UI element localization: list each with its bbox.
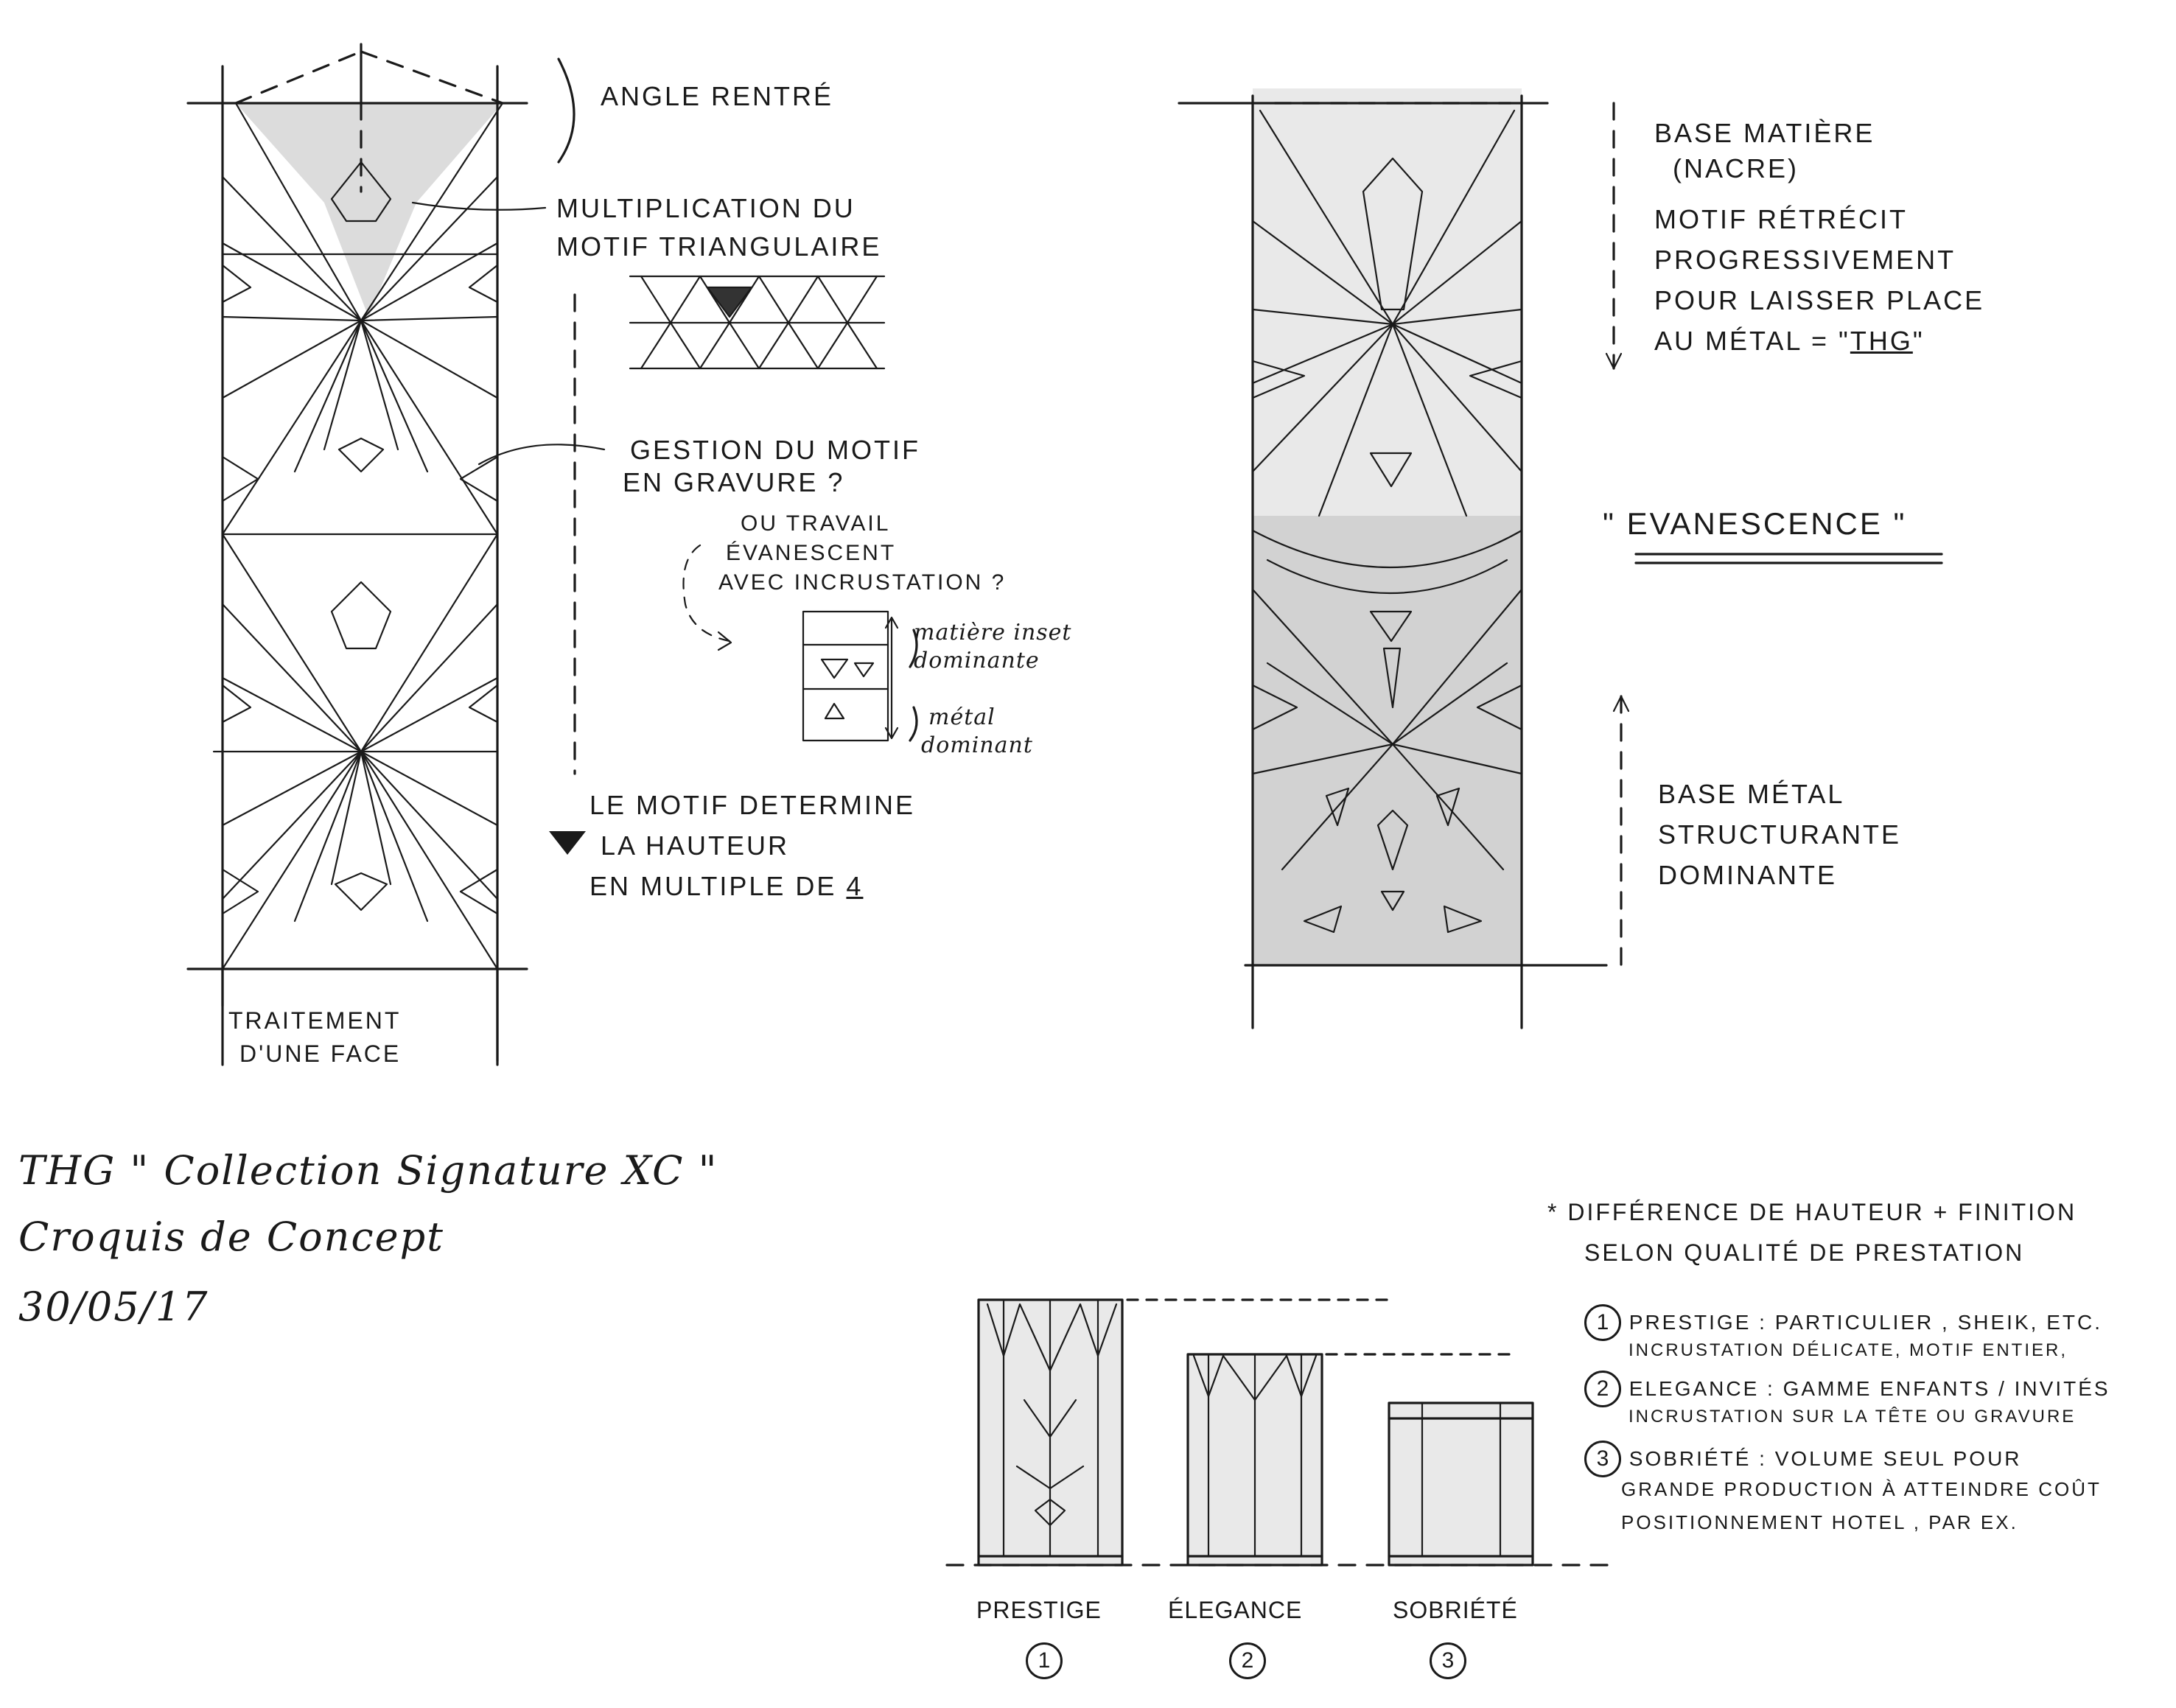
motif-label-3: EN MULTIPLE DE 4 [590,869,863,903]
base-matiere-1: BASE MATIÈRE [1654,118,1875,148]
variant-label-circle-1: 1 [1026,1642,1063,1679]
inlay-sample [802,610,899,742]
title-line-1: THG " Collection Signature XC " [18,1147,718,1194]
title-line-3: 30/05/17 [18,1284,209,1330]
retrecit-1: MOTIF RÉTRÉCIT [1654,204,1908,234]
variant-item-2-line1: ELEGANCE : GAMME ENFANTS / INVITÉS [1628,1377,2110,1400]
variant-item-1-line1: PRESTIGE : PARTICULIER , SHEIK, ETC. [1628,1311,2102,1334]
variant-item-1: 1 PRESTIGE : PARTICULIER , SHEIK, ETC. [1584,1304,2102,1341]
base-metal-1: BASE MÉTAL [1658,779,1845,809]
travail-label-2: ÉVANESCENT [726,541,897,565]
matiere-label-2: dominante [914,648,1040,673]
left-pattern-panel [186,43,918,1066]
base-metal-3: DOMINANTE [1658,860,1837,890]
variant-label-circle-3: 3 [1430,1642,1466,1679]
variant-item-1-line2: INCRUSTATION DÉLICATE, MOTIF ENTIER, [1628,1340,2068,1360]
variant-label-circle-2: 2 [1229,1642,1266,1679]
travail-label-1: OU TRAVAIL [741,511,891,536]
variant-label-num-1: 1 [1026,1642,1063,1679]
base-matiere-2: (NACRE) [1673,153,1799,183]
right-pattern-panel [1178,88,1943,1029]
variant-label-num-3: 3 [1430,1642,1466,1679]
retrecit-4: AU MÉTAL = "THG" [1654,324,1925,357]
base-metal-2: STRUCTURANTE [1658,819,1901,850]
variant-label-num-2: 2 [1229,1642,1266,1679]
retrecit-4-text: AU MÉTAL = " [1654,326,1850,356]
variant-label-sobriete: SOBRIÉTÉ [1393,1597,1518,1623]
gestion-label-2: EN GRAVURE ? [623,467,845,497]
variant-label-prestige: PRESTIGE [976,1597,1102,1623]
variant-number-2: 2 [1584,1371,1621,1407]
metal-label-1: métal [928,704,996,730]
variant-elegance-drawing [1186,1353,1323,1567]
variant-item-3-line1: SOBRIÉTÉ : VOLUME SEUL POUR [1628,1447,2022,1470]
evanescent-star-top [1251,109,1523,517]
motif-label-3-text: EN MULTIPLE DE [590,871,837,901]
face-label-2: D'UNE FACE [239,1040,402,1067]
star-middle [221,533,499,970]
motif-label-2: LA HAUTEUR [601,830,790,861]
motif-label-1: LE MOTIF DETERMINE [590,790,916,820]
variant-item-3: 3 SOBRIÉTÉ : VOLUME SEUL POUR [1584,1441,2022,1477]
variant-sobriete-drawing [1388,1401,1534,1567]
variant-item-2-line2: INCRUSTATION SUR LA TÊTE OU GRAVURE [1628,1407,2077,1427]
variant-item-3-line3: POSITIONNEMENT HOTEL , PAR EX. [1621,1511,2018,1533]
multiplication-label-1: MULTIPLICATION DU [556,193,856,223]
face-label-1: TRAITEMENT [228,1007,402,1034]
variants-elevation [945,1298,1612,1567]
retrecit-3: POUR LAISSER PLACE [1654,285,1985,315]
variant-item-3-line2: GRANDE PRODUCTION À ATTEINDRE COÛT [1621,1478,2102,1500]
evanescence-label: " EVANESCENCE " [1603,506,1907,541]
metal-label-2: dominant [921,732,1033,758]
travail-label-3: AVEC INCRUSTATION ? [718,570,1007,595]
variant-number-1: 1 [1584,1304,1621,1341]
retrecit-thg: THG [1850,326,1913,356]
matiere-label-1: matière inset [914,620,1072,645]
variant-item-2: 2 ELEGANCE : GAMME ENFANTS / INVITÉS [1584,1371,2110,1407]
triangle-pattern-sample [629,275,886,370]
variant-label-elegance: ÉLEGANCE [1168,1597,1303,1623]
evanescent-star-middle [1251,529,1523,934]
retrecit-2: PROGRESSIVEMENT [1654,245,1956,275]
multiplication-label-2: MOTIF TRIANGULAIRE [556,231,882,262]
variants-header-2: SELON QUALITÉ DE PRESTATION [1584,1239,2025,1266]
variant-prestige-drawing [977,1298,1124,1567]
top-shading [236,103,503,317]
variant-number-3: 3 [1584,1441,1621,1477]
marker-triangle-icon [549,831,586,855]
angle-label: ANGLE RENTRÉ [601,81,834,111]
variants-header-1: * DIFFÉRENCE DE HAUTEUR + FINITION [1547,1199,2077,1225]
title-line-2: Croquis de Concept [18,1214,444,1260]
star-top [221,102,504,536]
gestion-label-1: GESTION DU MOTIF [630,435,920,465]
motif-multiple: 4 [846,871,864,901]
side-bends [221,264,499,915]
retrecit-close: " [1912,326,1925,356]
